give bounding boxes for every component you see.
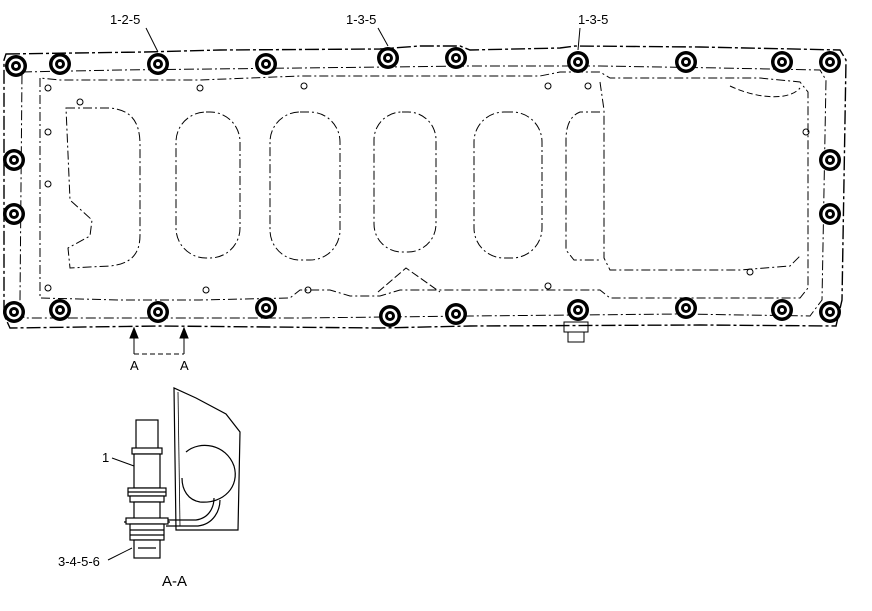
- pocket-left: [65, 107, 141, 269]
- gasket-inner-boundary: [39, 71, 809, 301]
- pocket-oval-3: [373, 111, 437, 253]
- inner-flange-line: [19, 65, 827, 319]
- svg-text:1-2-5: 1-2-5: [110, 12, 140, 27]
- section-marker: [129, 326, 189, 355]
- drain-plug: [563, 321, 589, 343]
- svg-text:1-3-5: 1-3-5: [346, 12, 376, 27]
- locating-holes: [44, 82, 810, 294]
- callout-part-1: 1: [102, 450, 135, 467]
- pocket-oval-1: [175, 111, 241, 259]
- callout-top-middle: 1-3-5: [346, 12, 389, 47]
- pocket-right-open: [565, 111, 600, 261]
- svg-text:3-4-5-6: 3-4-5-6: [58, 554, 100, 569]
- pocket-oval-2: [269, 111, 341, 261]
- flange-bolts: [3, 47, 841, 327]
- outer-flange-outline: [3, 45, 847, 329]
- sump-bulge: [181, 444, 236, 503]
- section-a-a-view: [124, 387, 241, 559]
- callout-part-3456: 3-4-5-6: [58, 547, 133, 569]
- svg-text:1: 1: [102, 450, 109, 465]
- pan-wall: [173, 387, 241, 531]
- section-view-title: A-A: [162, 573, 187, 590]
- section-marker-left-label: A: [130, 358, 139, 373]
- pocket-oval-4: [473, 111, 543, 259]
- pan-plan-view: [3, 45, 847, 343]
- callout-top-right: 1-3-5: [577, 12, 608, 51]
- callout-top-left: 1-2-5: [110, 12, 159, 53]
- section-marker-right-label: A: [180, 358, 189, 373]
- sensor-tube: [166, 497, 221, 527]
- svg-text:1-3-5: 1-3-5: [578, 12, 608, 27]
- sensor-part-1: [124, 419, 170, 559]
- right-sump-edge: [599, 81, 801, 271]
